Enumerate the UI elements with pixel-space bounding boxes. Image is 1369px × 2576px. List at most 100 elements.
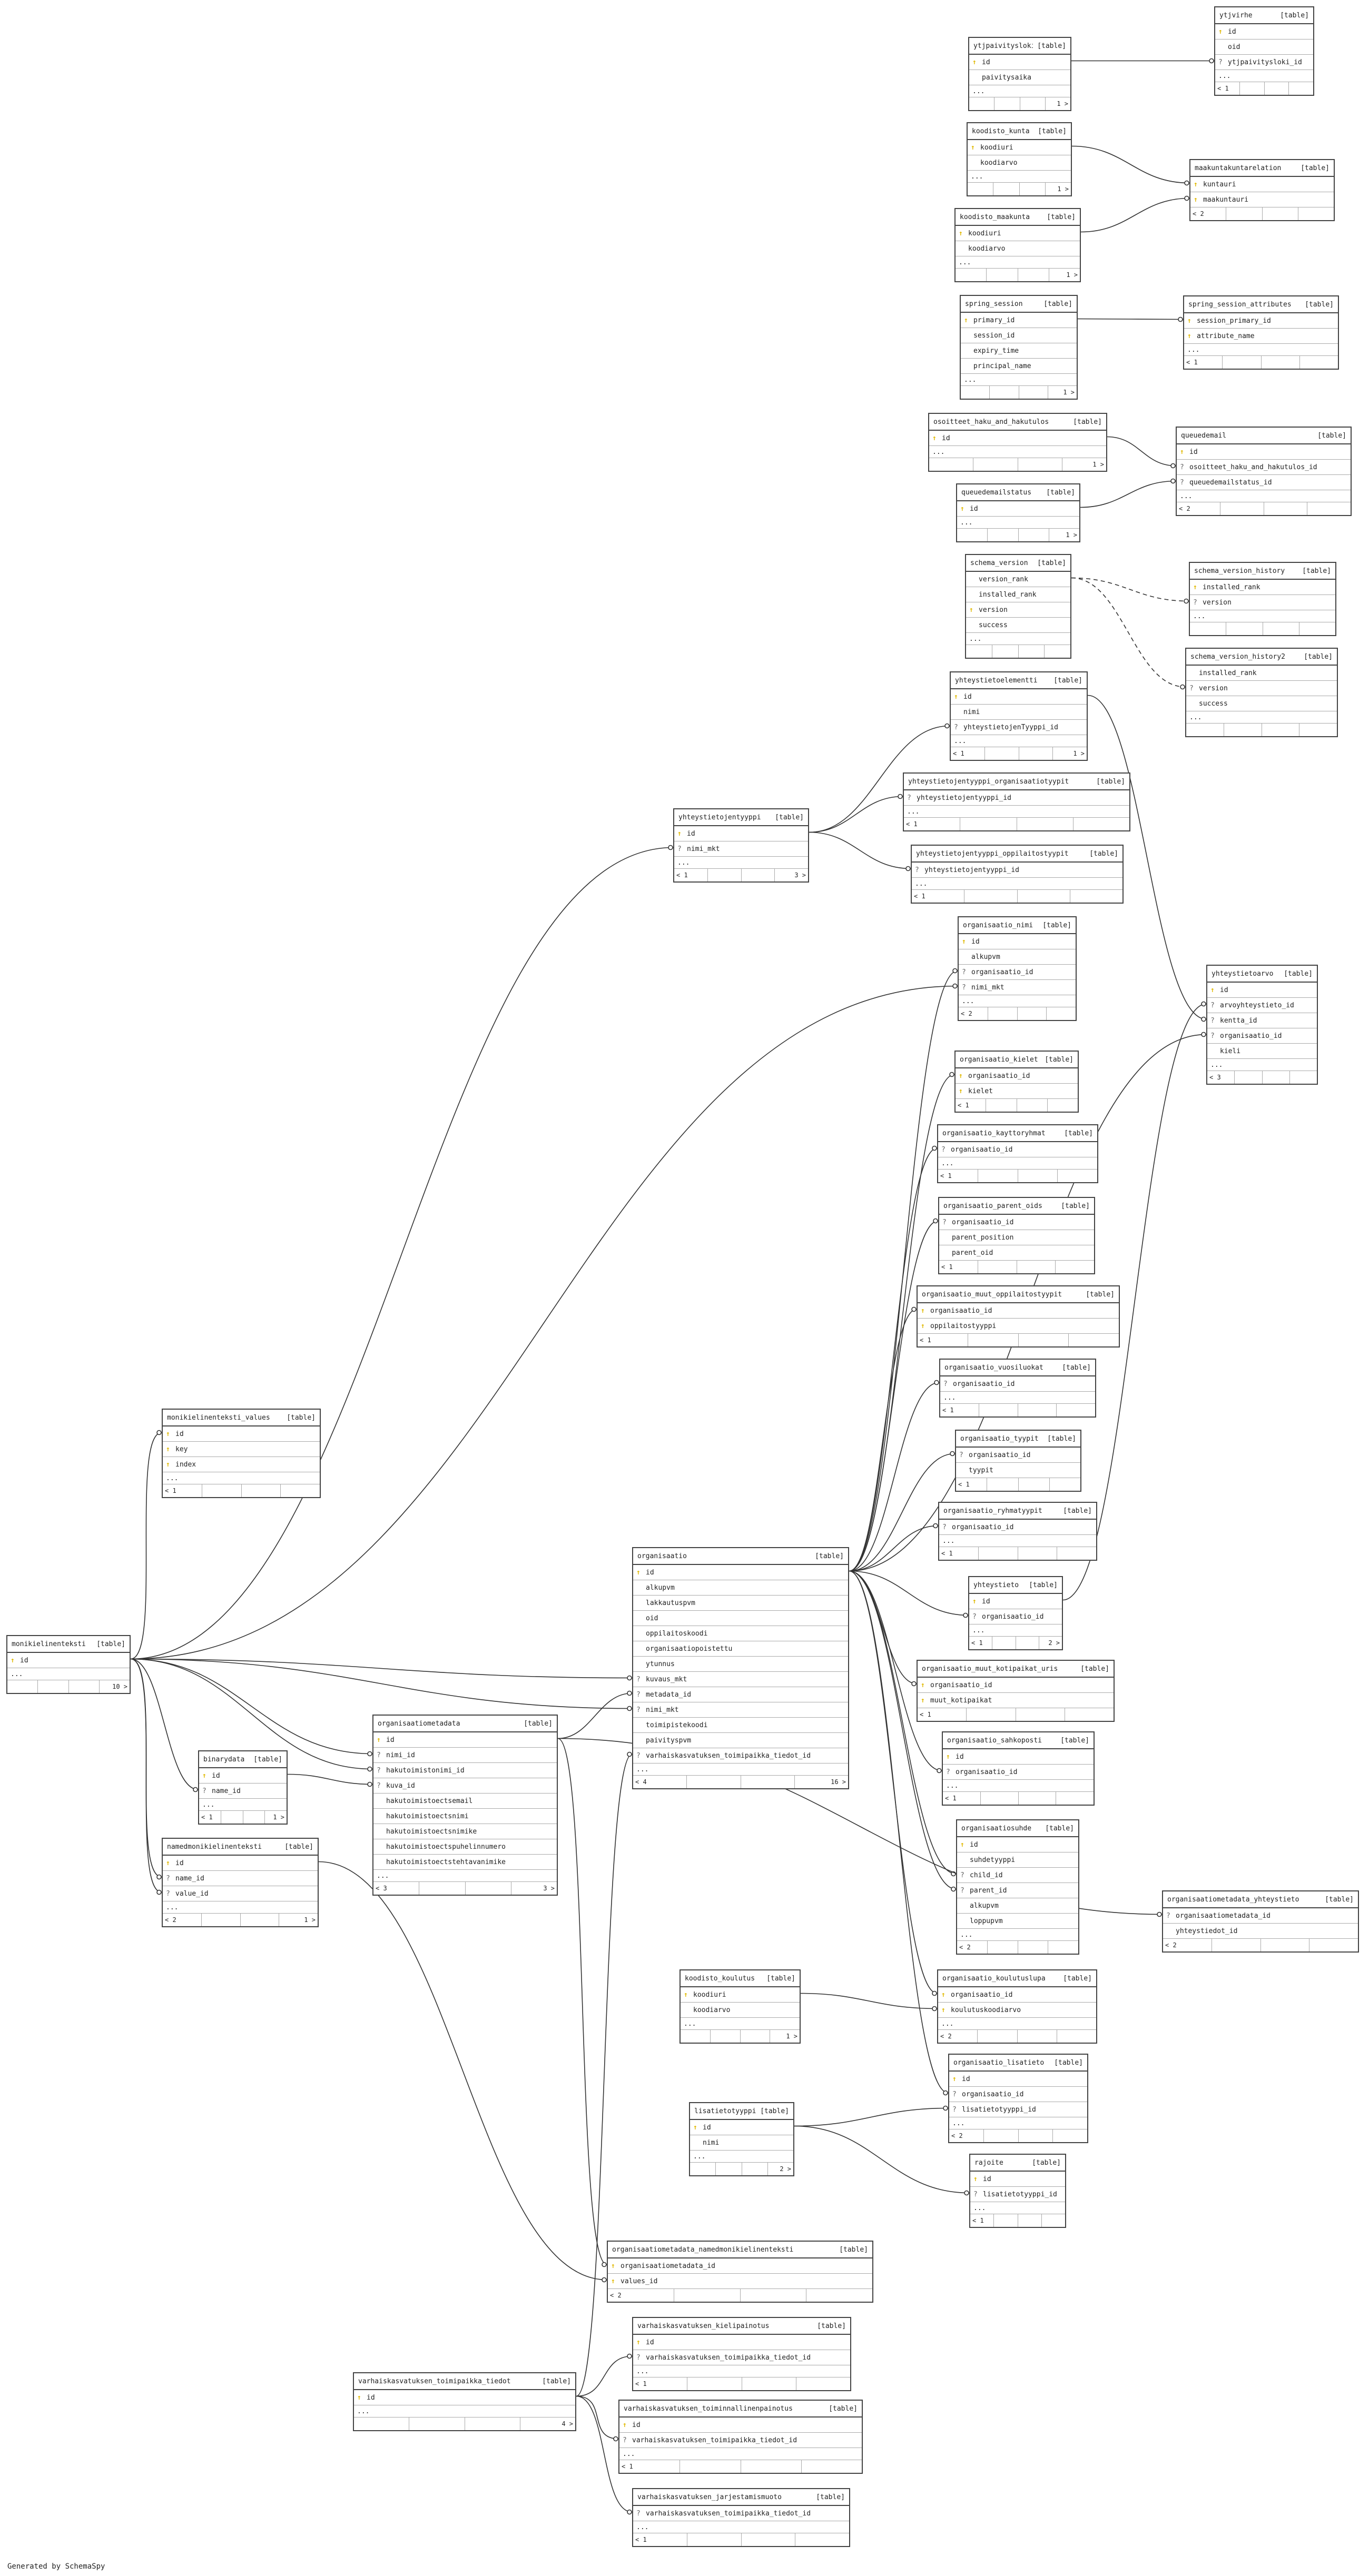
relationship-edge xyxy=(849,1570,917,1685)
table-header: varhaiskasvatuksen_kielipainotus[table] xyxy=(633,2318,850,2335)
foreign-key-icon: ? xyxy=(677,845,682,853)
table-type-label: [table] xyxy=(816,2493,845,2501)
column-name: oid xyxy=(1228,43,1240,51)
foreign-key-icon: ? xyxy=(636,1690,641,1699)
footer-spacer xyxy=(38,1680,69,1693)
child-count xyxy=(1290,1071,1317,1084)
column-name: lisatietotyyppi_id xyxy=(983,2190,1057,2198)
column-name: version xyxy=(1203,598,1232,607)
child-count xyxy=(796,2377,850,2390)
relationship-edge xyxy=(130,1658,162,1893)
more-columns-row: ... xyxy=(938,2018,1096,2030)
column-row: ↑maakuntauri xyxy=(1190,192,1334,207)
footer-spacer xyxy=(979,1404,1018,1416)
footer-spacer xyxy=(981,1792,1019,1805)
footer-spacer xyxy=(1018,890,1070,903)
table-monikielinenteksti-values: monikielinenteksti_values[table]↑id↑key↑… xyxy=(162,1409,321,1498)
edge-endpoint-marker xyxy=(193,1787,198,1792)
column-name: nimi xyxy=(963,708,980,716)
table-header: spring_session_attributes[table] xyxy=(1184,296,1338,313)
primary-key-icon: ↑ xyxy=(921,1681,925,1689)
column-row: ↑index xyxy=(163,1457,320,1472)
more-columns-row: ... xyxy=(1190,610,1335,622)
column-row: ?varhaiskasvatuksen_toimipaikka_tiedot_i… xyxy=(619,2433,862,2448)
footer-spacer xyxy=(1020,97,1046,110)
column-row: oid xyxy=(1215,39,1313,55)
footer-spacer xyxy=(1223,356,1262,369)
child-count xyxy=(1069,1334,1119,1346)
table-yhteystieto: yhteystieto[table]↑id?organisaatio_id...… xyxy=(968,1576,1063,1650)
table-organisaatio-lisatieto: organisaatio_lisatieto[table]↑id?organis… xyxy=(948,2054,1088,2143)
relationship-edge xyxy=(849,1570,942,1771)
child-count: 2 > xyxy=(780,2165,791,2173)
edge-endpoint-marker xyxy=(933,1218,938,1224)
table-type-label: [table] xyxy=(287,1413,316,1422)
column-name: oppilaitoskoodi xyxy=(646,1629,708,1638)
column-row: ↑koodiuri xyxy=(968,140,1071,155)
column-name: id xyxy=(982,58,990,66)
column-name: organisaatio_id xyxy=(930,1681,992,1689)
table-footer: < 2 xyxy=(959,1007,1076,1020)
foreign-key-icon: ? xyxy=(636,2353,641,2362)
column-row: ↑id xyxy=(199,1768,287,1784)
parent-count: < 1 xyxy=(956,1099,987,1112)
child-count xyxy=(1300,356,1338,369)
foreign-key-icon: ? xyxy=(952,2105,957,2114)
column-row: ?organisaatio_id xyxy=(938,1142,1097,1157)
primary-key-icon: ↑ xyxy=(636,2338,641,2346)
table-header: spring_session[table] xyxy=(961,296,1077,313)
foreign-key-icon: ? xyxy=(1180,478,1184,487)
table-name: spring_session xyxy=(965,300,1023,308)
column-name: kuntauri xyxy=(1203,180,1236,189)
table-header: yhteystietojentyyppi_organisaatiotyypit[… xyxy=(904,774,1129,790)
child-count xyxy=(1048,1941,1078,1954)
child-count: 1 > xyxy=(1057,100,1068,107)
column-row: lakkautuspvm xyxy=(633,1596,848,1611)
table-name: organisaatio_tyypit xyxy=(960,1434,1039,1443)
footer-spacer xyxy=(708,869,742,881)
column-row: principal_name xyxy=(961,359,1077,374)
table-name: organisaatio_vuosiluokat xyxy=(944,1363,1043,1372)
column-row: ↑koodiuri xyxy=(681,1987,800,2003)
column-row: ↑id xyxy=(633,2335,850,2350)
column-name: principal_name xyxy=(973,362,1031,370)
table-name: yhteystieto xyxy=(973,1581,1019,1589)
table-organisaatiometadata: organisaatiometadata[table]↑id?nimi_id?h… xyxy=(372,1715,558,1896)
table-type-label: [table] xyxy=(1305,300,1334,309)
edge-endpoint-marker xyxy=(951,1886,956,1892)
column-name: ... xyxy=(964,375,977,384)
column-row: ↑id xyxy=(674,826,808,841)
table-footer: < 1 xyxy=(956,1099,1078,1112)
edge-endpoint-marker xyxy=(1170,463,1176,469)
more-columns-row: ... xyxy=(938,1157,1097,1170)
parent-count xyxy=(690,2163,716,2175)
relationship-edge xyxy=(849,1382,940,1572)
footer-spacer xyxy=(1263,622,1299,635)
column-name: ... xyxy=(636,2367,649,2375)
table-name: schema_version_history2 xyxy=(1190,652,1286,661)
parent-count: < 1 xyxy=(939,1261,978,1273)
column-row: ↑id xyxy=(929,431,1106,446)
column-row: ?kuvaus_mkt xyxy=(633,1672,848,1687)
table-header: koodisto_maakunta[table] xyxy=(956,209,1080,226)
table-header: organisaatiometadata_namedmonikielinente… xyxy=(608,2242,872,2258)
column-name: koodiuri xyxy=(693,1990,726,1999)
column-row: ?metadata_id xyxy=(633,1687,848,1702)
table-name: varhaiskasvatuksen_toimipaikka_tiedot xyxy=(358,2377,511,2385)
column-row: ↑ organisaatio_id xyxy=(918,1678,1114,1693)
table-header: rajoite[table] xyxy=(970,2155,1065,2172)
table-footer: 1 > xyxy=(956,269,1080,281)
table-vk-kielipainotus: varhaiskasvatuksen_kielipainotus[table]↑… xyxy=(632,2317,851,2391)
foreign-key-icon: ? xyxy=(636,1706,641,1714)
column-name: kielet xyxy=(968,1087,993,1095)
relationship-edge xyxy=(576,2355,633,2397)
table-om-namedmonikielinenteksti: organisaatiometadata_namedmonikielinente… xyxy=(607,2241,873,2303)
table-queuedemail: queuedemail[table]↑id?osoitteet_haku_and… xyxy=(1176,427,1352,516)
primary-key-icon: ↑ xyxy=(611,2277,615,2285)
table-type-label: [table] xyxy=(1073,418,1102,426)
edge-endpoint-marker xyxy=(1184,598,1189,604)
table-name: organisaatio_nimi xyxy=(963,921,1033,929)
